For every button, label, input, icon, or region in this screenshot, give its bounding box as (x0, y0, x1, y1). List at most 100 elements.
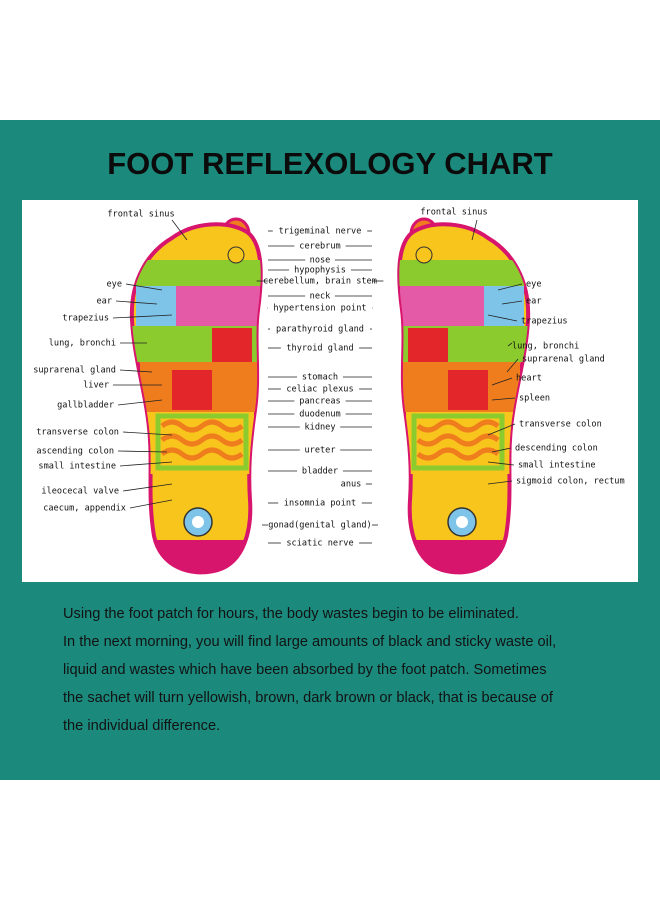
leader-line (501, 300, 523, 305)
diagram-label: transverse colon (36, 428, 119, 438)
diagram-label: liver (83, 381, 109, 391)
diagram-label: transverse colon (519, 420, 602, 430)
leader-line (507, 342, 513, 347)
zone-eye-ear (136, 286, 176, 326)
diagram-label: lung, bronchi (512, 342, 579, 352)
description-line: the individual difference. (63, 718, 221, 734)
diagram-label: gonad(genital gland) (268, 521, 371, 531)
diagram-label: spleen (519, 394, 550, 404)
zone-pituitary (415, 246, 433, 264)
leader-line (117, 450, 168, 453)
leader-line (487, 480, 513, 485)
leader-line (487, 461, 515, 466)
leader-line (487, 314, 518, 322)
leader-lines (112, 219, 523, 544)
diagram-label: eye (106, 280, 122, 290)
diagram-label: frontal sinus (107, 210, 174, 220)
colon-frame (155, 413, 249, 471)
zone-trapezius (400, 286, 484, 326)
diagram-label: lung, bronchi (49, 339, 116, 349)
diagram-label: celiac plexus (286, 385, 353, 395)
zone-eye-ear (484, 286, 524, 326)
chart-title: FOOT REFLEXOLOGY CHART (107, 146, 553, 181)
diagram-label: heart (516, 374, 542, 384)
zone-heel-band (142, 540, 252, 573)
zone-sinus-band (399, 260, 529, 286)
zone-kidney (172, 370, 212, 410)
zone-heart (212, 328, 252, 362)
description-line: the sachet will turn yellowish, brown, d… (63, 690, 553, 706)
diagram-label: neck (310, 292, 332, 302)
feet-diagram-svg: frontal sinus eye ear trapezius lung, bronch… (33, 208, 625, 575)
zone-trapezius (176, 286, 260, 326)
diagram-label: suprarenal gland (522, 355, 605, 365)
diagram-label: cerebrum (299, 242, 340, 252)
description: Using the foot patch for hours, the body… (63, 600, 623, 740)
diagram-label: trapezius (521, 317, 568, 327)
zone-gonad-center (456, 516, 468, 528)
diagram-label: thyroid gland (286, 344, 353, 354)
diagram-label: ureter (304, 446, 335, 456)
leader-line (506, 358, 519, 373)
reflexology-diagram: frontal sinus eye ear trapezius lung, bronch… (22, 200, 638, 582)
leader-line (122, 431, 173, 436)
diagram-label: stomach (302, 373, 338, 383)
zone-heel-band (408, 540, 518, 573)
diagram-label: nose (310, 256, 331, 266)
leader-line (487, 423, 516, 436)
colon-frame (411, 413, 505, 471)
diagram-label: hypertension point (273, 304, 366, 314)
diagram-label: pancreas (299, 397, 340, 407)
diagram-label: descending colon (515, 444, 598, 454)
diagram-label: frontal sinus (420, 208, 487, 218)
diagram-label: sciatic nerve (286, 539, 353, 549)
diagram-label: ileocecal valve (41, 487, 119, 497)
diagram-label: ear (526, 297, 542, 307)
foot-zones (399, 246, 529, 573)
description-line: liquid and wastes which have been absorb… (63, 662, 547, 678)
zone-heart (408, 328, 448, 362)
leader-line (117, 399, 163, 406)
diagram-label: suprarenal gland (33, 366, 116, 376)
intestine-coils (416, 419, 500, 461)
leader-line (125, 283, 163, 291)
diagram-label: small intestine (518, 461, 596, 471)
leader-line (491, 447, 512, 453)
diagram-label: ear (96, 297, 112, 307)
leader-line (119, 369, 153, 373)
diagram-label: insomnia point (284, 499, 356, 509)
diagram-label: duodenum (299, 410, 340, 420)
leader-line (119, 461, 173, 467)
zone-pituitary (227, 246, 245, 264)
zone-gonad-center (192, 516, 204, 528)
diagram-label: eye (526, 280, 542, 290)
leader-line (491, 377, 513, 386)
diagram-label: parathyroid gland (276, 325, 364, 335)
diagram-label: cerebellum, brain stem (263, 277, 377, 287)
diagram-label: small intestine (38, 462, 116, 472)
leader-line (171, 219, 188, 241)
leader-line (471, 219, 478, 241)
description-line: Using the foot patch for hours, the body… (63, 606, 519, 622)
diagram-label: sigmoid colon, rectum (516, 477, 625, 487)
diagram-label: trapezius (62, 314, 109, 324)
diagram-label: anus (341, 480, 362, 490)
left-foot (129, 217, 263, 575)
intestine-coils (160, 419, 244, 461)
labels-right: frontal sinus eye ear trapezius lung, bronch… (420, 208, 624, 487)
leader-line (122, 483, 173, 492)
zone-sinus-band (131, 260, 261, 286)
diagram-label: gallbladder (57, 401, 114, 411)
labels-left: frontal sinus eye ear trapezius lung, bronch… (33, 210, 174, 514)
labels-center: trigeminal nervecerebrumnosehypophysisce… (263, 227, 377, 549)
diagram-label: ascending colon (36, 447, 114, 457)
description-line: In the next morning, you will find large… (63, 634, 557, 650)
diagram-label: hypophysis (294, 266, 346, 276)
zone-kidney (448, 370, 488, 410)
diagram-label: caecum, appendix (43, 504, 126, 514)
leader-line (497, 283, 523, 291)
diagram-label: kidney (304, 423, 335, 433)
diagram-label: trigeminal nerve (279, 227, 362, 237)
leader-line (491, 397, 516, 401)
leader-line (112, 314, 173, 319)
